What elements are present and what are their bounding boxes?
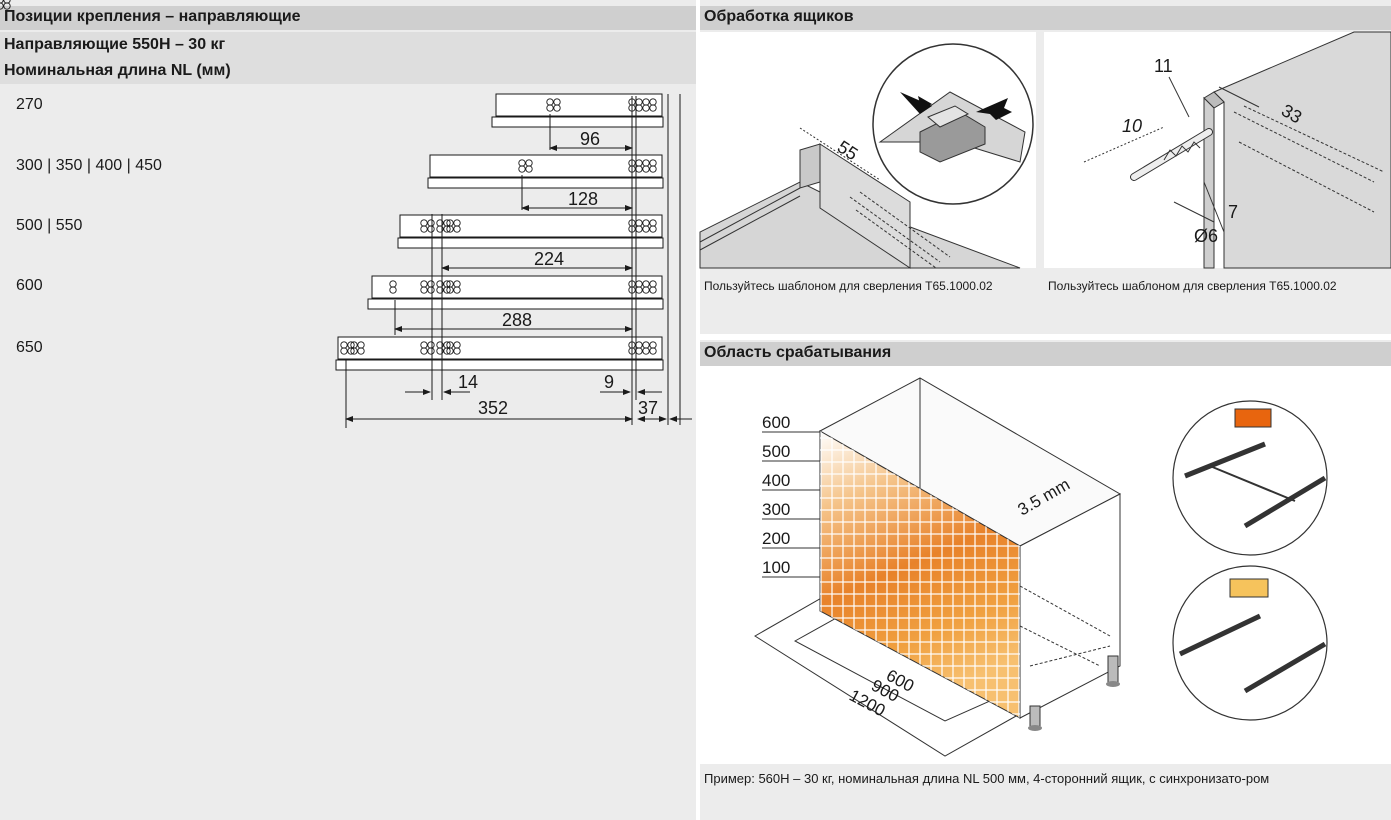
dim-128: 128 [568, 189, 598, 209]
left-panel [0, 0, 696, 820]
dim-37: 37 [638, 398, 658, 418]
figure-left-caption: Пользуйтесь шаблоном для сверления T65.1… [704, 279, 993, 293]
dim-14: 14 [458, 372, 478, 392]
runner-300-450 [427, 154, 664, 189]
dim-7: 7 [1228, 202, 1238, 222]
height-600: 600 [762, 413, 790, 432]
dim-10: 10 [1122, 116, 1142, 136]
left-subheader-2: Номинальная длина NL (мм) [0, 58, 696, 84]
height-300: 300 [762, 500, 790, 519]
dim-d6: Ø6 [1194, 226, 1218, 246]
dim-288: 288 [502, 310, 532, 330]
left-subheader-1: Направляющие 550H – 30 кг [0, 32, 696, 58]
dim-11: 11 [1154, 56, 1173, 76]
row-label-650: 650 [16, 339, 43, 356]
activation-area-header: Область срабатывания [700, 342, 1391, 366]
sync-detail-orange [1172, 400, 1328, 556]
activation-area-caption: Пример: 560H – 30 кг, номинальная длина … [704, 771, 1270, 786]
activation-area-diagram: 600 500 400 300 200 100 600 900 1200 3.5… [754, 377, 1328, 757]
row-label-300-450: 300 | 350 | 400 | 450 [16, 157, 162, 174]
runner-600 [367, 275, 664, 310]
runner-270 [491, 93, 664, 128]
height-400: 400 [762, 471, 790, 490]
runner-500-550 [397, 214, 664, 249]
drawer-drilling-figure-right: 11 33 10 7 Ø6 [1083, 31, 1391, 269]
left-header: Позиции крепления – направляющие [0, 6, 696, 30]
row-label-270: 270 [16, 96, 43, 113]
figure-right-caption: Пользуйтесь шаблоном для сверления T65.1… [1048, 279, 1337, 293]
dim-224: 224 [534, 249, 564, 269]
row-label-600: 600 [16, 277, 43, 294]
row-label-500-550: 500 | 550 [16, 217, 83, 234]
drawer-processing-header: Обработка ящиков [700, 6, 1391, 30]
dim-9: 9 [604, 372, 614, 392]
dim-352: 352 [478, 398, 508, 418]
height-200: 200 [762, 529, 790, 548]
sync-detail-yellow [1172, 565, 1328, 721]
runner-positions-diagram: 96 128 224 288 14 9 352 37 [0, 0, 692, 428]
drawer-drilling-figure-left: 55 [699, 43, 1034, 269]
height-100: 100 [762, 558, 790, 577]
runner-650 [335, 336, 664, 371]
dim-96: 96 [580, 129, 600, 149]
height-500: 500 [762, 442, 790, 461]
